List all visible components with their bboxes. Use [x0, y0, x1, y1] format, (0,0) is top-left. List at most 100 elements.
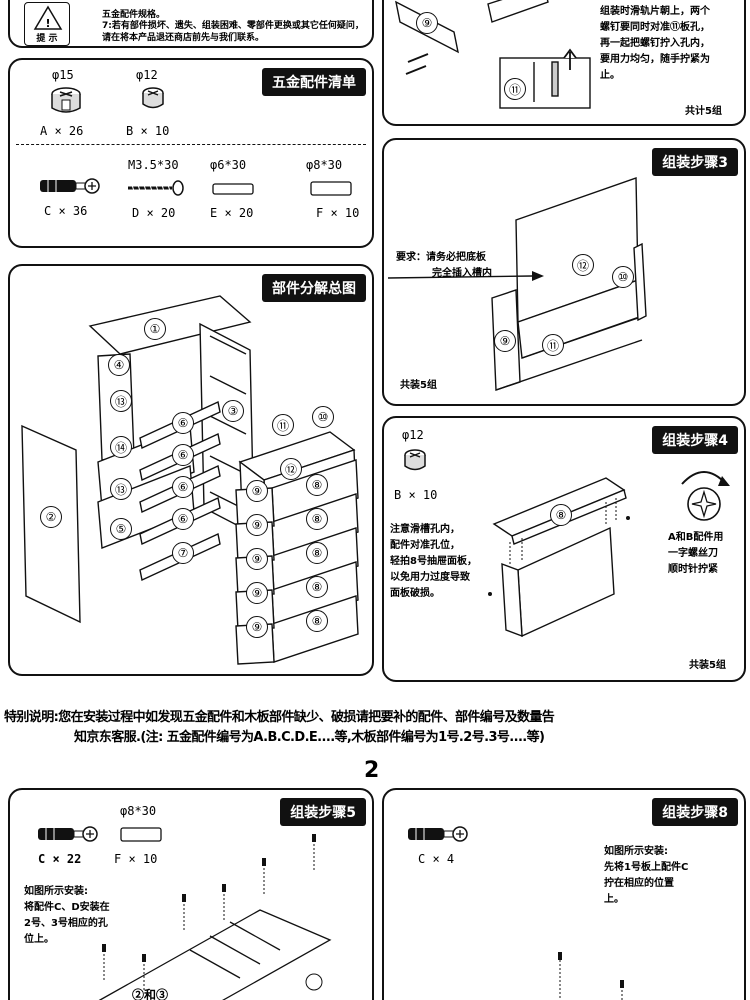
part-label-2: ②	[40, 506, 62, 528]
step8-note-4: 上。	[604, 894, 624, 905]
part-label-14: ⑭	[110, 436, 132, 458]
count-d: D × 20	[132, 206, 176, 220]
part-label-12: ⑫	[280, 458, 302, 480]
warning-line-2: 7:若有部件损坏、遗失、组装困难、零部件更换或其它任何疑问，	[102, 21, 364, 31]
step5-panel: 组装步骤5 φ8*30 C × 22 F × 10 如图所示安装: 将配件C、D…	[8, 788, 374, 1000]
screw-d-icon	[128, 180, 184, 196]
count-a: A × 26	[40, 124, 84, 138]
page-number: 2	[364, 758, 380, 783]
step2-part-label-9: ⑨	[416, 12, 438, 34]
warning-badge-label: 提 示	[36, 34, 58, 44]
count-e: E × 20	[210, 206, 254, 220]
step5-note-3: 2号、3号相应的孔	[24, 918, 108, 929]
step5-c-count: C × 22	[38, 852, 82, 866]
spec-e: φ6*30	[210, 158, 247, 172]
step2-text-2: 螺钉要同时对准⑪板孔，	[600, 22, 710, 33]
cam-lock-b-icon	[142, 87, 164, 109]
part-label-9b: ⑨	[246, 514, 268, 536]
step3-title: 组装步骤3	[652, 148, 738, 176]
step2-text-4: 要用力均匀，随手拧紧为	[600, 54, 710, 65]
part-label-8d: ⑧	[306, 576, 328, 598]
hardware-list-title: 五金配件清单	[262, 68, 366, 96]
step4-note-3: 轻拍8号抽屉面板，	[390, 556, 477, 567]
step5-title: 组装步骤5	[280, 798, 366, 826]
step3-part-label-9: ⑨	[494, 330, 516, 352]
part-label-10: ⑩	[312, 406, 334, 428]
dowel-f-icon	[120, 827, 162, 842]
step4-total: 共装5组	[689, 660, 726, 671]
count-f: F × 10	[316, 206, 360, 220]
step3-requirement-2: 完全插入槽内	[432, 268, 492, 279]
step3-total: 共装5组	[400, 380, 437, 391]
step5-label: ②和③	[132, 988, 169, 1000]
step2-panel: ⑨ ⑪ 组装时滑轨片朝上，两个 螺钉要同时对准⑪板孔， 再一起把螺钉拧入孔内， …	[382, 0, 746, 126]
step4-right-note-1: A和B配件用	[668, 532, 724, 543]
spec-f: φ8*30	[306, 158, 343, 172]
spec-b: φ12	[136, 68, 158, 82]
step8-note-2: 先将1号板上配件C	[604, 862, 689, 873]
part-label-9d: ⑨	[246, 582, 268, 604]
part-label-6a: ⑥	[172, 412, 194, 434]
step4-title: 组装步骤4	[652, 426, 738, 454]
step2-text-3: 再一起把螺钉拧入孔内，	[600, 38, 710, 49]
svg-text:!: !	[45, 17, 50, 30]
step8-note-1: 如图所示安装:	[604, 846, 668, 857]
step4-count: B × 10	[394, 488, 438, 502]
step8-title: 组装步骤8	[652, 798, 738, 826]
part-label-8c: ⑧	[306, 542, 328, 564]
warning-line-3: 请在将本产品退还商店前先与我们联系。	[102, 33, 265, 43]
step4-note-5: 面板破损。	[390, 588, 440, 599]
part-label-11: ⑪	[272, 414, 294, 436]
cam-lock-b-icon	[404, 449, 426, 471]
part-label-4: ④	[108, 354, 130, 376]
step8-panel: 组装步骤8 C × 4 如图所示安装: 先将1号板上配件C 拧在相应的位置 上。	[382, 788, 746, 1000]
step5-drawing	[98, 834, 332, 1000]
step4-part-label-8: ⑧	[550, 504, 572, 526]
part-label-13a: ⑬	[110, 390, 132, 412]
exploded-view-title: 部件分解总图	[262, 274, 366, 302]
part-label-9a: ⑨	[246, 480, 268, 502]
step2-part-label-11: ⑪	[504, 78, 526, 100]
step4-note-2: 配件对准孔位，	[390, 540, 460, 551]
screwdriver-rotate-icon	[681, 471, 730, 521]
part-label-6d: ⑥	[172, 508, 194, 530]
spec-a: φ15	[52, 68, 74, 82]
step3-requirement: 要求：请务必把底板	[396, 252, 486, 263]
step5-note-4: 位上。	[24, 934, 54, 945]
cam-lock-a-icon	[51, 87, 81, 113]
cam-bolt-c-icon	[408, 826, 468, 842]
step8-drawing	[558, 952, 624, 1000]
part-label-6b: ⑥	[172, 444, 194, 466]
cam-bolt-c-icon	[38, 826, 98, 842]
step3-panel: 组装步骤3 要求：请务必把底板 完全插入槽内 ⑫ ⑩ ⑨ ⑪ 共装5组	[382, 138, 746, 406]
exploded-view-panel: 部件分解总图	[8, 264, 374, 676]
part-label-3: ③	[222, 400, 244, 422]
step5-note-1: 如图所示安装:	[24, 886, 88, 897]
part-label-5: ⑤	[110, 518, 132, 540]
exploded-view-drawing	[21, 295, 359, 665]
step5-note-2: 将配件C、D安装在	[24, 902, 110, 913]
cam-bolt-c-icon	[40, 178, 100, 194]
step4-note-1: 注意滑槽孔内，	[390, 524, 460, 535]
step8-c-count: C × 4	[418, 852, 455, 866]
special-note-line-2: 知京东客服.(注: 五金配件编号为A.B.C.D.E....等,木板部件编号为1…	[74, 730, 545, 745]
step5-spec: φ8*30	[120, 804, 157, 818]
step4-panel: 组装步骤4 φ12 B × 10 ⑧ A和B配件用 一字螺丝刀 顺时针拧紧 注意…	[382, 416, 746, 682]
step3-part-label-11: ⑪	[542, 334, 564, 356]
warning-triangle-icon: !	[33, 5, 63, 30]
warning-line-1: 五金配件规格。	[102, 10, 166, 20]
divider	[16, 144, 366, 145]
step4-right-note-3: 顺时针拧紧	[668, 564, 718, 575]
count-c: C × 36	[44, 204, 88, 218]
spec-d: M3.5*30	[128, 158, 179, 172]
count-b: B × 10	[126, 124, 170, 138]
dowel-e-icon	[212, 183, 254, 195]
part-label-9e: ⑨	[246, 616, 268, 638]
step8-note-3: 拧在相应的位置	[604, 878, 674, 889]
step5-f-count: F × 10	[114, 852, 158, 866]
part-label-8a: ⑧	[306, 474, 328, 496]
part-label-1: ①	[144, 318, 166, 340]
step4-note-4: 以免用力过度导致	[390, 572, 470, 583]
step3-part-label-12: ⑫	[572, 254, 594, 276]
part-label-8e: ⑧	[306, 610, 328, 632]
